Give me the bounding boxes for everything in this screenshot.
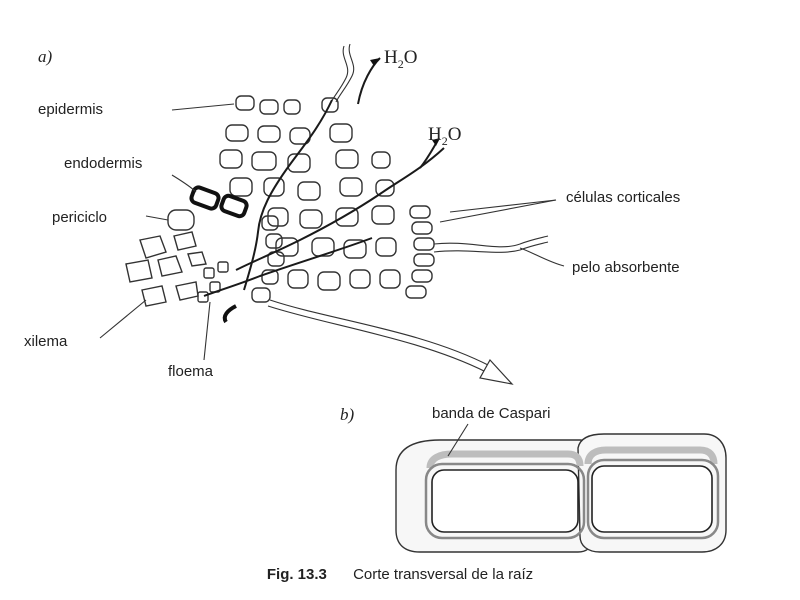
label-endodermis: endodermis	[64, 155, 142, 172]
water-label-top: H2O	[384, 47, 417, 71]
label-epidermis: epidermis	[38, 101, 103, 118]
casparian-strip-cells	[395, 433, 727, 553]
endodermis-cells	[251, 215, 285, 303]
caspari-leader	[447, 423, 469, 457]
endodermis-thick-cells	[189, 185, 249, 219]
pericycle-cell	[167, 209, 195, 231]
label-pelo-absorbente: pelo absorbente	[572, 259, 680, 276]
cortical-cells	[219, 95, 401, 291]
outer-epidermis-cells	[405, 205, 435, 299]
label-celulas-corticales: células corticales	[566, 189, 680, 206]
figure-caption: Fig. 13.3 Corte transversal de la raíz	[0, 566, 800, 583]
label-floema: floema	[168, 363, 214, 380]
panel-a-label: a)	[38, 47, 53, 66]
label-leaders	[99, 103, 565, 385]
label-banda-caspari: banda de Caspari	[432, 405, 550, 422]
figure-number: Fig. 13.3	[266, 566, 327, 583]
water-paths	[203, 43, 445, 324]
vascular-cells	[125, 231, 229, 307]
panel-b-label: b)	[340, 405, 355, 424]
label-periciclo: periciclo	[52, 209, 107, 226]
root-hair	[433, 235, 549, 248]
root-cross-section-diagram: a) b)	[24, 43, 727, 553]
label-xilema: xilema	[24, 333, 68, 350]
figure-title: Corte transversal de la raíz	[353, 566, 534, 583]
water-label-right: H2O	[428, 124, 461, 148]
